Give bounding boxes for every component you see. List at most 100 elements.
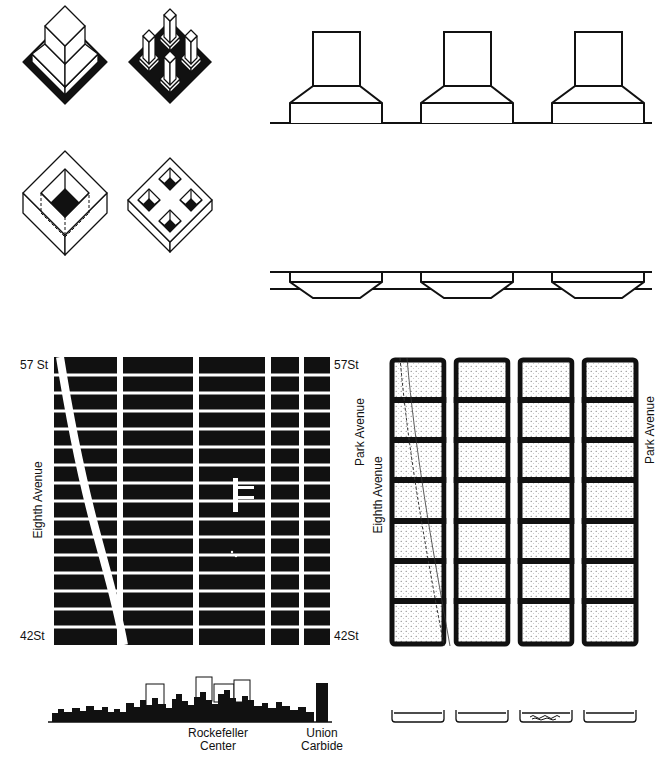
small-tower	[160, 9, 180, 51]
tower-profile	[552, 32, 644, 123]
plaza	[238, 486, 254, 489]
street	[54, 374, 330, 377]
court-edge	[41, 193, 51, 203]
midtown-map	[54, 357, 330, 645]
avenue	[511, 357, 518, 647]
tower-section	[421, 32, 513, 123]
tower-section	[290, 32, 382, 123]
tower-top	[45, 6, 85, 46]
setback-line	[313, 85, 360, 87]
avenue-label: Eighth Avenue	[372, 456, 385, 533]
tray	[392, 710, 444, 722]
court-edge	[79, 193, 89, 203]
street-label: 42St	[20, 630, 45, 643]
street	[54, 410, 330, 413]
avenue	[447, 357, 454, 647]
broadway-trace	[400, 358, 444, 646]
court-floor	[51, 189, 79, 217]
slab-top	[128, 158, 212, 242]
broadway	[60, 357, 124, 645]
plaza	[238, 496, 254, 499]
tower-profile	[421, 32, 513, 123]
street	[54, 554, 330, 557]
small-tower	[181, 30, 201, 72]
skyline-silhouette	[52, 690, 314, 722]
small-tower	[139, 30, 159, 72]
hidden-edge	[65, 213, 89, 237]
rockefeller-plaza	[231, 478, 254, 557]
sunken-court	[180, 189, 202, 211]
street	[54, 572, 330, 575]
plaza	[233, 478, 238, 512]
court-block-axonometric	[23, 151, 107, 255]
setback-line	[575, 85, 622, 87]
small-tower	[160, 51, 180, 93]
court-edge	[64, 169, 65, 189]
street-label: 42St	[334, 630, 359, 643]
streets	[54, 374, 330, 629]
street	[54, 590, 330, 593]
court-step	[421, 281, 513, 283]
built-blocks	[54, 357, 330, 645]
building-label: Rockefeller Center	[180, 727, 256, 753]
tray	[456, 710, 508, 722]
four-towers-axonometric	[128, 9, 212, 104]
street	[54, 626, 330, 629]
court-step	[290, 281, 382, 283]
avenue	[575, 357, 582, 647]
sunken-court	[159, 168, 181, 190]
street	[54, 608, 330, 611]
sunken-court	[159, 210, 181, 232]
street	[54, 446, 330, 449]
setback-line	[444, 85, 491, 87]
four-courts-axonometric	[128, 158, 212, 252]
tray	[520, 710, 572, 722]
street-label: 57 St	[20, 359, 48, 372]
street	[54, 500, 330, 503]
hidden-edge	[65, 217, 66, 237]
open-blocks-map	[392, 357, 636, 647]
court-profile	[421, 272, 513, 298]
setback-line	[552, 102, 644, 104]
hidden-edge	[89, 193, 90, 213]
ground-line	[48, 721, 332, 723]
plaza	[235, 555, 237, 557]
skyline-sunken	[392, 710, 636, 722]
broadway-trace	[407, 358, 450, 646]
setback-line	[421, 102, 513, 104]
tray-rim	[458, 712, 506, 713]
court-step	[552, 281, 644, 283]
plaza	[231, 551, 233, 553]
street	[54, 464, 330, 467]
setback-line	[290, 102, 382, 104]
tray-rim	[522, 712, 570, 713]
hidden-edge	[41, 193, 42, 213]
avenue-label: Park Avenue	[644, 396, 657, 464]
tray-contents	[530, 716, 560, 721]
court-sections	[270, 272, 652, 298]
tower-sections	[270, 32, 652, 123]
tower-section	[552, 32, 644, 123]
court-profile	[552, 272, 644, 298]
avenue-label: Park Avenue	[354, 398, 367, 466]
tower-axonometric	[23, 6, 107, 104]
street	[54, 392, 330, 395]
hidden-edge	[41, 213, 65, 237]
tower-profile	[290, 32, 382, 123]
skyline-built	[48, 677, 332, 722]
tray-rim	[586, 712, 634, 713]
street	[54, 428, 330, 431]
hidden-edges	[41, 193, 89, 237]
court-opening	[41, 169, 89, 217]
street	[54, 482, 330, 485]
union-carbide-tower	[316, 683, 328, 722]
building-label: Union Carbide	[293, 727, 351, 753]
tray	[584, 710, 636, 722]
street-label: 57St	[334, 359, 359, 372]
court-profile	[290, 272, 382, 298]
sunken-court	[138, 189, 160, 211]
avenue-label: Eighth Avenue	[32, 461, 45, 538]
